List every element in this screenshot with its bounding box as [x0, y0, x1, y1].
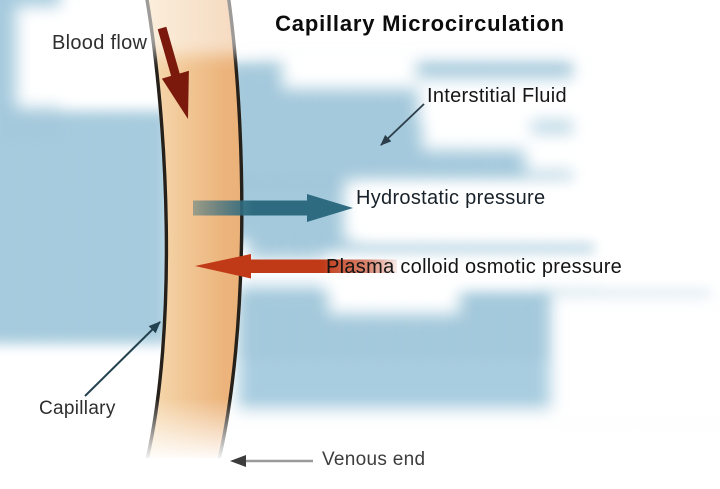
blood-flow-label: Blood flow	[52, 32, 148, 54]
capillary-top-highlight	[128, 0, 258, 55]
capillary-label: Capillary	[39, 398, 116, 419]
bottom-white	[0, 458, 720, 489]
blood-flow-arrow	[157, 26, 189, 119]
plasma-osmotic-arrow	[195, 254, 397, 279]
hydrostatic-pressure-arrow	[193, 194, 353, 222]
venous-end-label: Venous end	[322, 449, 426, 470]
hydrostatic-pressure-label: Hydrostatic pressure	[356, 187, 546, 209]
capillary-pointer-line	[84, 321, 161, 397]
interstitial-pointer-line	[380, 103, 425, 146]
capillary-tube	[146, 0, 242, 464]
plasma-colloid-osmotic-pressure-label: Plasma colloid osmotic pressure	[326, 256, 623, 278]
interstitial-fluid-label: Interstitial Fluid	[427, 85, 567, 107]
diagram-title: Capillary Microcirculation	[275, 11, 565, 36]
bottom-fade	[0, 396, 720, 466]
venous-arrowhead	[230, 455, 246, 467]
